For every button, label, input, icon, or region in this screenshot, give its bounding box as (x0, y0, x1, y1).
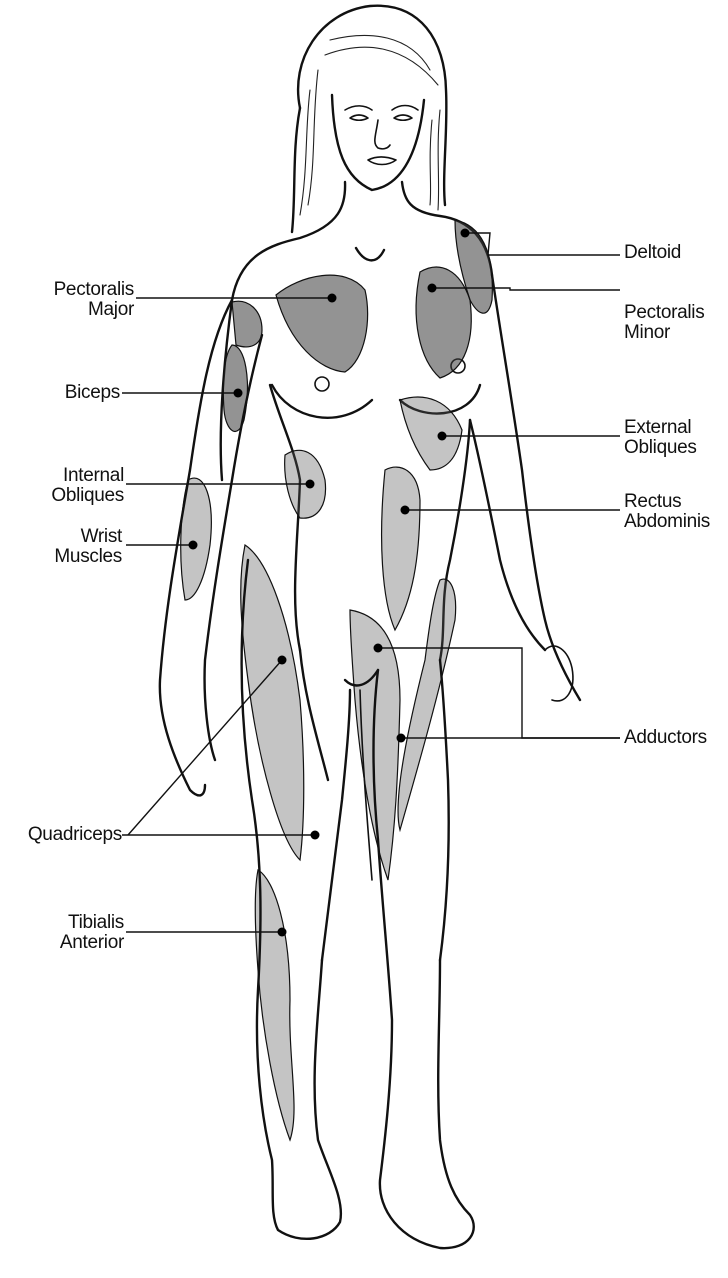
label-quadriceps: Quadriceps (28, 825, 122, 845)
hair (292, 6, 446, 232)
face (332, 95, 424, 190)
label-pectoralis-minor: Pectoralis Minor (624, 303, 704, 343)
label-adductors: Adductors (624, 728, 707, 748)
label-deltoid: Deltoid (624, 243, 681, 263)
label-rectus-abdominis: Rectus Abdominis (624, 492, 710, 532)
label-internal-obliques: Internal Obliques (51, 466, 124, 506)
muscle-shading (181, 220, 493, 1140)
label-pectoralis-major: Pectoralis Major (54, 280, 134, 320)
label-tibialis-anterior: Tibialis Anterior (60, 913, 124, 953)
label-wrist-muscles: Wrist Muscles (54, 527, 122, 567)
label-biceps: Biceps (65, 383, 120, 403)
label-external-obliques: External Obliques (624, 418, 697, 458)
